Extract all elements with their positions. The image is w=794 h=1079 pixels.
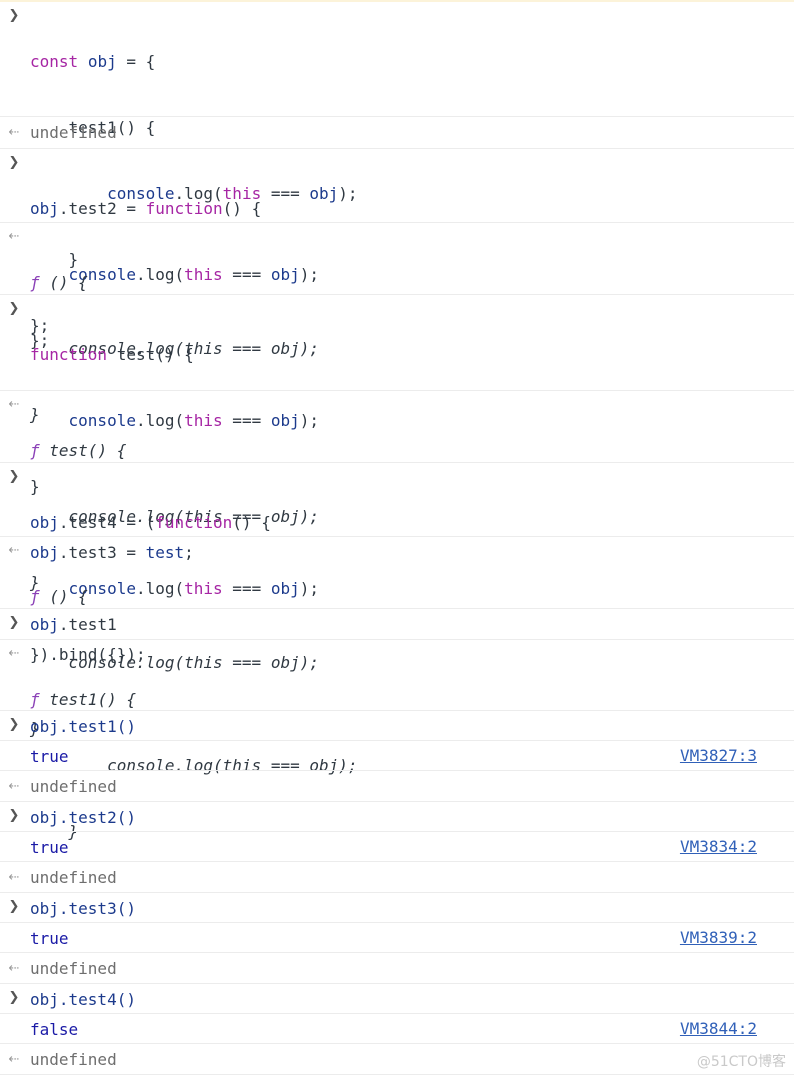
code-line: obj.test4 = (function() { <box>30 513 271 532</box>
return-arrow-icon: ⇠ <box>8 543 20 558</box>
console-output-entry: ⇠ ƒ () { console.log(this === obj); } <box>0 537 794 738</box>
chevron-right-icon: ❯ <box>8 990 20 1005</box>
output-line: ƒ () { <box>30 273 88 292</box>
console-output-entry: ⇠ undefined <box>0 117 794 149</box>
code-line: } <box>30 250 79 269</box>
output-line: undefined <box>30 959 117 978</box>
output-line: console.log(this === obj); <box>30 653 319 672</box>
console-output-entry: ⇠ undefined <box>0 862 794 893</box>
chevron-right-icon: ❯ <box>8 808 20 823</box>
chevron-right-icon: ❯ <box>8 469 20 484</box>
chevron-right-icon: ❯ <box>8 899 20 914</box>
chevron-right-icon: ❯ <box>8 8 20 23</box>
console-input-entry[interactable]: ❯ function test() { console.log(this ===… <box>0 295 794 562</box>
output-line: undefined <box>30 123 117 142</box>
code-line: const obj = { <box>30 52 156 71</box>
code-line: obj.test3 = test; <box>30 543 194 562</box>
code-line: console.log(this === obj); <box>68 411 320 430</box>
log-value: true <box>30 929 69 948</box>
top-highlight-strip <box>0 0 794 2</box>
code-line: } <box>30 477 40 496</box>
return-arrow-icon: ⇠ <box>8 870 20 885</box>
log-value: true <box>30 838 69 857</box>
return-arrow-icon: ⇠ <box>8 961 20 976</box>
code-line: console.log(this === obj); <box>107 184 358 203</box>
return-arrow-icon: ⇠ <box>8 1052 20 1067</box>
output-line: } <box>30 573 40 592</box>
console-output-entry: ⇠ ƒ test() { console.log(this === obj); … <box>0 391 794 592</box>
console-output-entry: ⇠ undefined <box>0 1044 794 1075</box>
source-link[interactable]: VM3839:2 <box>679 928 757 947</box>
console-output-entry: ⇠ ƒ test1() { console.log(this === obj);… <box>0 640 794 841</box>
log-value: true <box>30 747 69 766</box>
console-input-entry[interactable]: ❯ obj.test2() <box>0 802 794 832</box>
return-arrow-icon: ⇠ <box>8 397 20 412</box>
return-arrow-icon: ⇠ <box>8 779 20 794</box>
code-line: obj.test2() <box>30 808 136 827</box>
output-line: } <box>30 405 40 424</box>
code-line: obj.test4() <box>30 990 136 1009</box>
output-line: ƒ test() { <box>30 441 127 460</box>
code-line: obj.test1() <box>30 717 136 736</box>
return-arrow-icon: ⇠ <box>8 646 20 661</box>
console-input-entry[interactable]: ❯ const obj = { test1() { console.log(th… <box>0 2 794 335</box>
code-line: console.log(this === obj); <box>68 265 320 284</box>
output-line: undefined <box>30 868 117 887</box>
console-log-entry: true VM3834:2 <box>0 832 794 862</box>
console-input-entry[interactable]: ❯ obj.test4 = (function() { console.log(… <box>0 463 794 664</box>
code-line: }; <box>30 331 50 350</box>
console-input-entry[interactable]: ❯ obj.test1() <box>0 711 794 741</box>
console-input-entry[interactable]: ❯ obj.test1 <box>0 609 794 640</box>
return-arrow-icon: ⇠ <box>8 125 20 140</box>
code-line: console.log(this === obj); <box>68 579 320 598</box>
console-output-entry: ⇠ undefined <box>0 771 794 802</box>
source-link[interactable]: VM3827:3 <box>679 746 757 765</box>
output-line: } <box>30 719 40 738</box>
code-line: obj.test1 <box>30 615 117 634</box>
output-line: ƒ test1() { <box>30 690 136 709</box>
log-value: false <box>30 1020 79 1039</box>
output-line: console.log(this === obj); <box>30 507 319 526</box>
watermark: @51CTO博客 <box>696 1054 786 1070</box>
chevron-right-icon: ❯ <box>8 615 20 630</box>
console-output-entry: ⇠ ƒ () { console.log(this === obj); } <box>0 223 794 424</box>
code-line: obj.test2 = function() { <box>30 199 262 218</box>
console-output-entry: ⇠ undefined <box>0 953 794 984</box>
source-link[interactable]: VM3844:2 <box>679 1019 757 1038</box>
code-line: }; <box>30 316 50 335</box>
output-line: undefined <box>30 777 117 796</box>
output-line: ƒ () { <box>30 587 88 606</box>
console-log-entry: true VM3839:2 <box>0 923 794 953</box>
return-arrow-icon: ⇠ <box>8 229 20 244</box>
chevron-right-icon: ❯ <box>8 717 20 732</box>
console-input-entry[interactable]: ❯ obj.test3() <box>0 893 794 923</box>
chevron-right-icon: ❯ <box>8 155 20 170</box>
source-link[interactable]: VM3834:2 <box>679 837 757 856</box>
chevron-right-icon: ❯ <box>8 301 20 316</box>
code-line: obj.test3() <box>30 899 136 918</box>
console-log-entry: true VM3827:3 <box>0 741 794 771</box>
console-input-entry[interactable]: ❯ obj.test4() <box>0 984 794 1014</box>
output-line: console.log(this === obj); <box>30 339 319 358</box>
console-log-entry: false VM3844:2 <box>0 1014 794 1044</box>
console-input-entry[interactable]: ❯ obj.test2 = function() { console.log(t… <box>0 149 794 350</box>
code-line: test1() { <box>68 118 156 137</box>
output-line: undefined <box>30 1050 117 1069</box>
code-line: }).bind({}); <box>30 645 146 664</box>
code-line: function test() { <box>30 345 194 364</box>
